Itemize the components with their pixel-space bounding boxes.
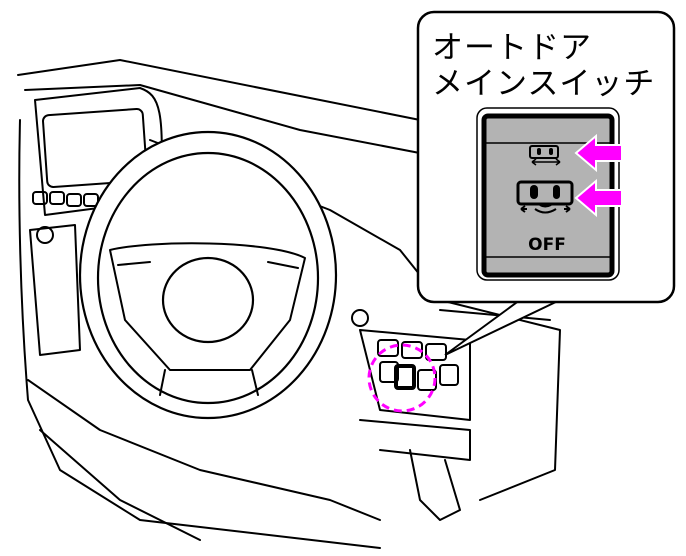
arrow-left-icon: [574, 178, 623, 218]
arrow-left-icon: [574, 133, 623, 173]
dashboard-lines: [17, 59, 561, 549]
callout-title-line1: オートドア: [432, 30, 592, 66]
door-slide-large-icon: [516, 180, 574, 214]
steering-wheel: [78, 130, 338, 420]
callout-title-line2: メインスイッチ: [432, 66, 656, 102]
switch-highlight-circle: [367, 343, 437, 413]
indicator-arrows: [574, 133, 623, 218]
center-display: [42, 108, 148, 188]
off-label: OFF: [528, 235, 566, 255]
auto-door-main-switch: [394, 364, 416, 390]
callout-pointer: [444, 299, 561, 356]
door-slide-small-icon: [529, 145, 561, 166]
